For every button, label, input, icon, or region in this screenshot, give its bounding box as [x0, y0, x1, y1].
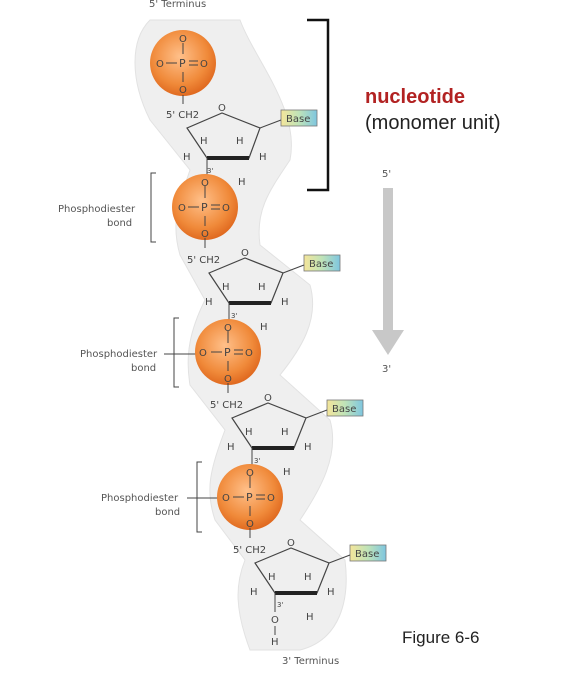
svg-text:P: P: [201, 201, 208, 214]
svg-text:O: O: [246, 468, 254, 479]
svg-text:O: O: [271, 615, 279, 626]
svg-text:5' CH2: 5' CH2: [233, 545, 266, 556]
base-label: Base: [332, 404, 356, 415]
svg-text:H: H: [259, 152, 267, 163]
svg-text:O: O: [200, 59, 208, 70]
svg-text:O: O: [267, 493, 275, 504]
phosphodiester-bracket: [173, 317, 179, 388]
bond-label: bond: [155, 507, 180, 518]
svg-text:H: H: [183, 152, 191, 163]
svg-text:P: P: [246, 491, 253, 504]
phosphodiester-label: Phosphodiester: [101, 493, 179, 504]
svg-text:O: O: [264, 393, 272, 404]
svg-text:H: H: [283, 467, 291, 478]
svg-text:O: O: [199, 348, 207, 359]
base-label: Base: [309, 259, 333, 270]
arrow-5-prime-label: 5': [382, 169, 391, 180]
svg-text:H: H: [258, 282, 266, 293]
svg-text:O: O: [287, 538, 295, 549]
phosphate-group: O O P O O: [217, 464, 283, 538]
svg-text:H: H: [245, 427, 253, 438]
phosphodiester-label: Phosphodiester: [58, 204, 136, 215]
svg-text:H: H: [271, 637, 279, 648]
phosphate-group: O O P O O: [172, 174, 238, 248]
svg-text:H: H: [304, 572, 312, 583]
svg-text:H: H: [327, 587, 335, 598]
svg-text:O: O: [179, 85, 187, 96]
svg-text:5' CH2: 5' CH2: [166, 110, 199, 121]
svg-text:O: O: [224, 374, 232, 385]
figure-label: Figure 6-6: [402, 628, 480, 647]
svg-text:O: O: [246, 519, 254, 530]
deoxyribose-sugar: 5' CH2 O Base H H H H 3' H: [210, 393, 364, 478]
svg-text:H: H: [250, 587, 258, 598]
svg-text:3': 3': [207, 167, 213, 175]
svg-text:3': 3': [231, 312, 237, 320]
svg-text:H: H: [304, 442, 312, 453]
svg-text:O: O: [178, 203, 186, 214]
svg-text:5' CH2: 5' CH2: [187, 255, 220, 266]
svg-text:H: H: [236, 136, 244, 147]
svg-text:3': 3': [277, 601, 283, 609]
svg-text:H: H: [306, 612, 314, 623]
svg-text:O: O: [224, 323, 232, 334]
svg-text:H: H: [222, 282, 230, 293]
svg-text:H: H: [238, 177, 246, 188]
svg-text:O: O: [222, 203, 230, 214]
svg-text:O: O: [222, 493, 230, 504]
deoxyribose-sugar: 5' CH2 O Base H H H H 3' H: [166, 103, 318, 188]
svg-text:O: O: [241, 248, 249, 259]
phosphate-group: O O P O O: [150, 30, 216, 104]
svg-text:P: P: [224, 346, 231, 359]
phosphodiester-bracket: [150, 172, 156, 243]
svg-text:O: O: [245, 348, 253, 359]
svg-text:O: O: [201, 229, 209, 240]
phosphodiester-bracket: [196, 461, 202, 533]
svg-text:H: H: [268, 572, 276, 583]
svg-text:H: H: [281, 297, 289, 308]
nucleotide-title: nucleotide: [365, 86, 466, 108]
top-terminus-label: 5' Terminus: [149, 0, 206, 10]
svg-text:5' CH2: 5' CH2: [210, 400, 243, 411]
deoxyribose-sugar: 5' CH2 O Base H H H H 3' H: [187, 248, 341, 333]
base-label: Base: [355, 549, 379, 560]
deoxyribose-sugar: 5' CH2 O Base H H H H 3' H O H: [233, 538, 387, 648]
svg-text:H: H: [205, 297, 213, 308]
svg-text:O: O: [201, 178, 209, 189]
svg-text:H: H: [260, 322, 268, 333]
svg-text:O: O: [179, 34, 187, 45]
svg-text:P: P: [179, 57, 186, 70]
svg-text:H: H: [281, 427, 289, 438]
phosphodiester-label: Phosphodiester: [80, 349, 158, 360]
direction-arrow: [372, 188, 404, 355]
nucleotide-caption: nucleotide (monomer unit): [365, 84, 501, 136]
svg-text:H: H: [227, 442, 235, 453]
bottom-terminus-label: 3' Terminus: [282, 656, 339, 667]
svg-text:O: O: [218, 103, 226, 114]
bond-label: bond: [107, 218, 132, 229]
base-label: Base: [286, 114, 310, 125]
arrow-3-prime-label: 3': [382, 364, 391, 375]
svg-text:H: H: [200, 136, 208, 147]
phosphate-group: O O P O O: [195, 319, 261, 393]
nucleotide-bracket: [307, 18, 330, 192]
bond-label: bond: [131, 363, 156, 374]
svg-text:O: O: [156, 59, 164, 70]
monomer-unit-subtitle: (monomer unit): [365, 112, 501, 134]
svg-text:3': 3': [254, 457, 260, 465]
